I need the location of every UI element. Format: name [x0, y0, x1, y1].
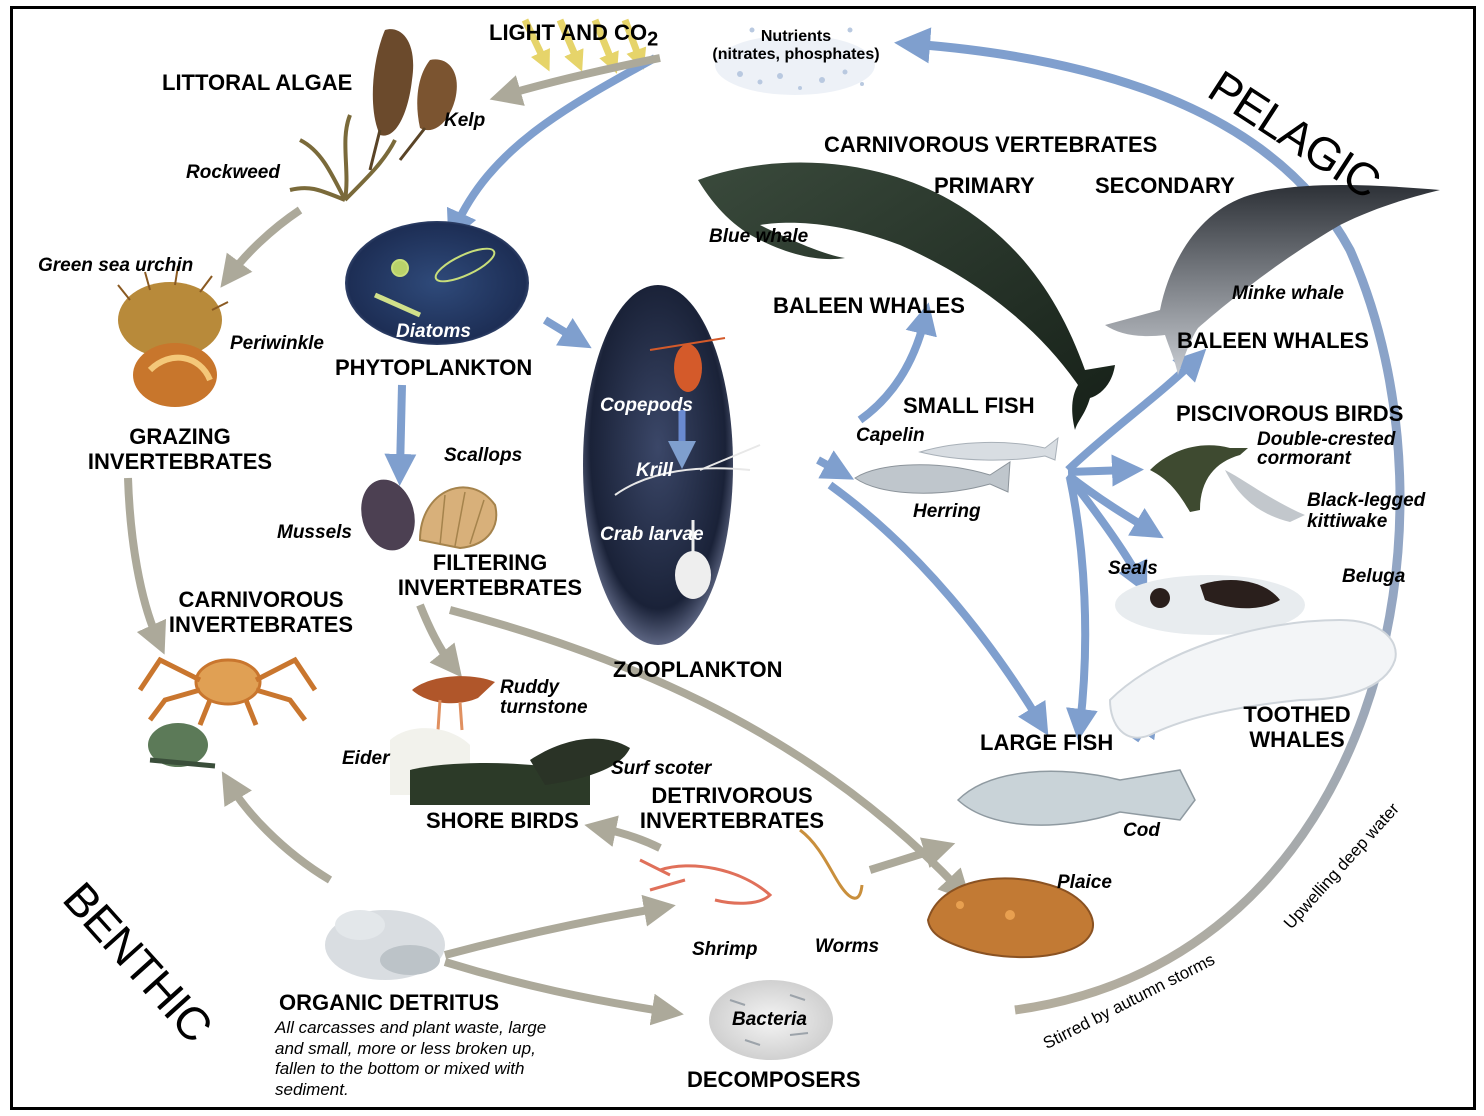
green-sea-urchin-label: Green sea urchin — [38, 255, 193, 277]
minke-whale-label: Minke whale — [1232, 283, 1344, 305]
cod-label: Cod — [1123, 820, 1160, 842]
organic-detritus-note: All carcasses and plant waste, large and… — [275, 1018, 567, 1101]
diatoms-label: Diatoms — [396, 321, 471, 343]
kittiwake-illustration — [1225, 470, 1305, 522]
piscivorous-birds-label: PISCIVOROUS BIRDS — [1176, 401, 1403, 426]
ruddy-turnstone-label: Ruddy turnstone — [500, 678, 588, 718]
toothed-line2: WHALES — [1217, 727, 1377, 752]
light-co2-label: LIGHT AND CO2 — [489, 20, 658, 51]
shrimp-illustration — [640, 860, 770, 903]
snail-illustration — [148, 723, 215, 767]
filtering-line1: FILTERING — [380, 550, 600, 575]
periwinkle-illustration — [133, 343, 217, 407]
mussels-label: Mussels — [277, 522, 352, 544]
co2-subscript: 2 — [647, 28, 658, 50]
detrivorous-invertebrates-label: DETRIVOROUS INVERTEBRATES — [620, 783, 844, 834]
worms-illustration — [800, 830, 862, 898]
beluga-label: Beluga — [1342, 566, 1405, 588]
plaice-label: Plaice — [1057, 872, 1112, 894]
toothed-line1: TOOTHED — [1217, 702, 1377, 727]
scallops-illustration — [420, 487, 496, 548]
periwinkle-label: Periwinkle — [230, 333, 324, 355]
kittiwake-line2: kittiwake — [1307, 512, 1425, 533]
cormorant-label: Double-crested cormorant — [1257, 431, 1395, 468]
crab-illustration — [140, 660, 315, 725]
baleen-whales-secondary-label: BALEEN WHALES — [1177, 328, 1369, 353]
scallops-label: Scallops — [444, 445, 522, 467]
secondary-label: SECONDARY — [1095, 173, 1235, 198]
capelin-label: Capelin — [856, 425, 925, 447]
grazing-line1: GRAZING — [60, 424, 300, 449]
shore-birds-label: SHORE BIRDS — [426, 808, 579, 833]
copepods-label: Copepods — [600, 395, 693, 417]
zooplankton-label: ZOOPLANKTON — [613, 657, 782, 682]
crab-larvae-label: Crab larvae — [600, 524, 704, 546]
turnstone-line2: turnstone — [500, 698, 588, 718]
rockweed-label: Rockweed — [186, 162, 280, 184]
filtering-invertebrates-label: FILTERING INVERTEBRATES — [380, 550, 600, 601]
carnivorous-vertebrates-label: CARNIVOROUS VERTEBRATES — [824, 132, 1157, 157]
grazing-line2: INVERTEBRATES — [60, 449, 300, 474]
worms-label: Worms — [815, 936, 879, 958]
baleen-whales-primary-label: BALEEN WHALES — [773, 293, 965, 318]
kelp-illustration — [370, 29, 457, 170]
decomposers-label: DECOMPOSERS — [687, 1067, 861, 1092]
phytoplankton-label: PHYTOPLANKTON — [335, 355, 532, 380]
kelp-label: Kelp — [444, 110, 485, 132]
carnivorous-invertebrates-label: CARNIVOROUS INVERTEBRATES — [150, 587, 372, 638]
carnivorous-inv-line2: INVERTEBRATES — [150, 612, 372, 637]
cormorant-line1: Double-crested — [1257, 431, 1395, 450]
filtering-line2: INVERTEBRATES — [380, 575, 600, 600]
surf-scoter-label: Surf scoter — [611, 758, 711, 780]
capelin-illustration — [920, 438, 1058, 460]
kittiwake-line1: Black-legged — [1307, 491, 1425, 512]
bacteria-label: Bacteria — [732, 1009, 807, 1031]
kittiwake-label: Black-legged kittiwake — [1307, 491, 1425, 532]
nutrients-line1: Nutrients — [698, 28, 894, 46]
light-co2-text: LIGHT AND CO — [489, 20, 647, 45]
turnstone-line1: Ruddy — [500, 678, 588, 698]
krill-label: Krill — [636, 460, 673, 482]
nutrients-line2: (nitrates, phosphates) — [698, 46, 894, 64]
mussels-illustration — [354, 473, 423, 556]
primary-label: PRIMARY — [934, 173, 1035, 198]
seals-label: Seals — [1108, 558, 1158, 580]
ruddy-turnstone-illustration — [412, 676, 495, 730]
toothed-whales-label: TOOTHED WHALES — [1217, 702, 1377, 753]
grazing-invertebrates-label: GRAZING INVERTEBRATES — [60, 424, 300, 475]
small-fish-label: SMALL FISH — [903, 393, 1035, 418]
blue-whale-label: Blue whale — [709, 226, 808, 248]
cormorant-line2: cormorant — [1257, 450, 1395, 469]
herring-illustration — [855, 462, 1010, 493]
detrivorous-line1: DETRIVOROUS — [620, 783, 844, 808]
large-fish-label: LARGE FISH — [980, 730, 1113, 755]
organic-detritus-label: ORGANIC DETRITUS — [279, 990, 499, 1015]
nutrients-label: Nutrients (nitrates, phosphates) — [698, 28, 894, 65]
herring-label: Herring — [913, 501, 981, 523]
organic-detritus-illustration — [325, 910, 445, 980]
littoral-algae-label: LITTORAL ALGAE — [162, 70, 352, 95]
carnivorous-inv-line1: CARNIVOROUS — [150, 587, 372, 612]
detrivorous-line2: INVERTEBRATES — [620, 808, 844, 833]
shrimp-label: Shrimp — [692, 939, 757, 961]
eider-label: Eider — [342, 748, 390, 770]
cod-illustration — [958, 770, 1195, 825]
